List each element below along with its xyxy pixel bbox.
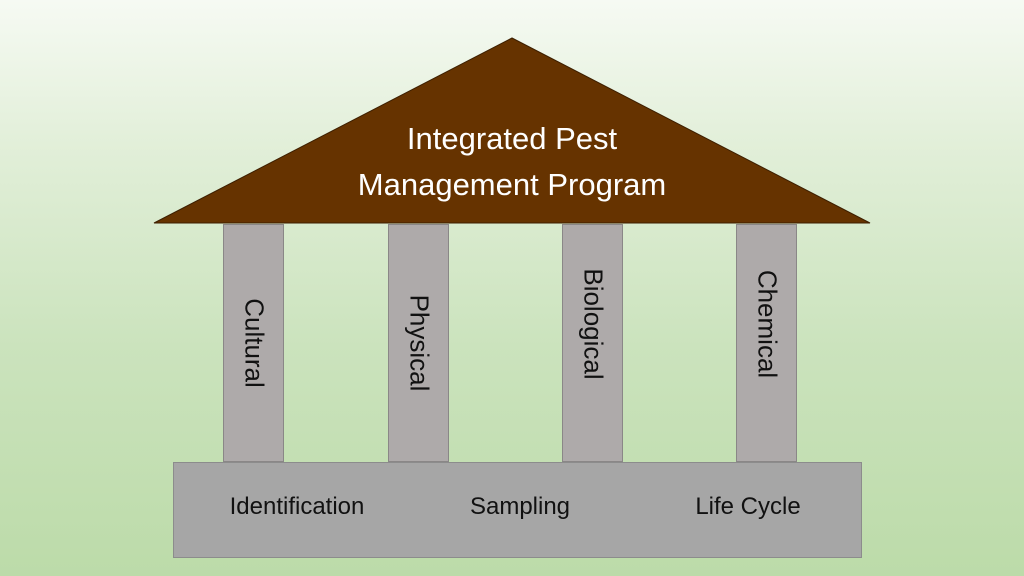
pillar-label: Biological	[578, 268, 608, 380]
pillar-label: Chemical	[752, 269, 782, 379]
pillar-chemical: Chemical	[736, 224, 797, 462]
pillar-label: Cultural	[239, 298, 269, 388]
pillar-biological: Biological	[562, 224, 623, 462]
foundation-label-sampling: Sampling	[469, 493, 571, 520]
pillar-label: Physical	[404, 294, 434, 392]
roof-title-line-1: Integrated Pest	[406, 121, 618, 156]
pillar-physical: Physical	[388, 224, 449, 462]
foundation-label-life-cycle: Life Cycle	[695, 493, 801, 520]
pillar-cultural: Cultural	[223, 224, 284, 462]
roof-title: Integrated Pest Management Program	[312, 116, 712, 208]
roof-title-line-2: Management Program	[357, 167, 667, 202]
roof-triangle	[153, 37, 871, 224]
foundation-block: Identification Sampling Life Cycle	[173, 462, 862, 558]
foundation-label-identification: Identification	[229, 493, 365, 520]
